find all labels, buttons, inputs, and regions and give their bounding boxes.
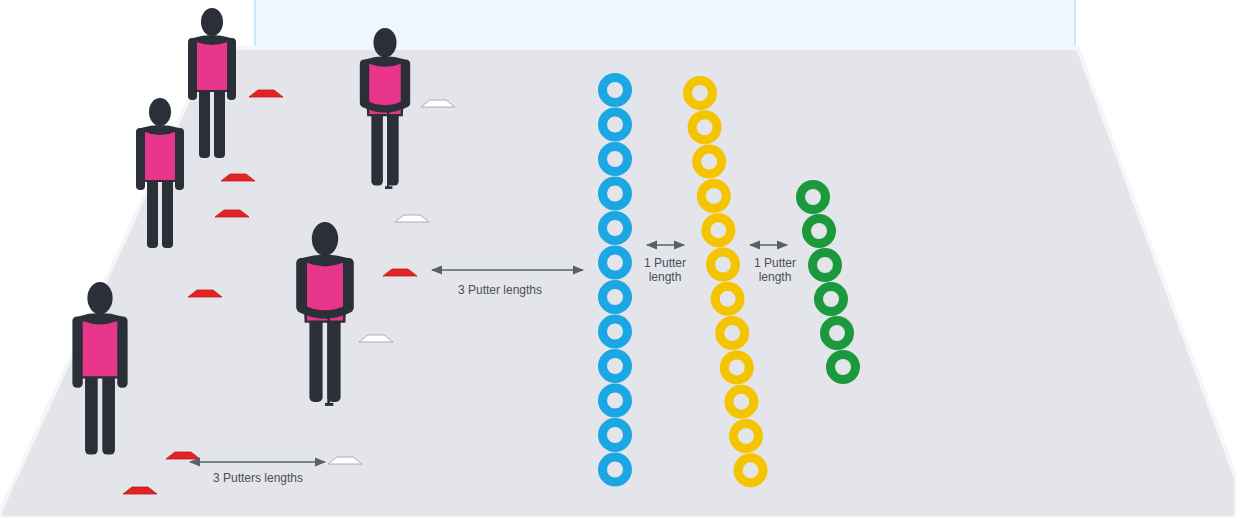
- target-ring: [711, 252, 736, 277]
- target-ring: [801, 185, 826, 210]
- target-ring: [603, 112, 628, 137]
- dimension-arrow: [647, 244, 684, 246]
- target-ring: [701, 183, 726, 208]
- cone-marker: [395, 215, 429, 222]
- dimension-label: 1 Putter length: [637, 256, 693, 284]
- cone-marker: [249, 90, 283, 97]
- target-ring: [831, 355, 856, 380]
- target-ring: [688, 81, 713, 106]
- dimension-arrow: [750, 244, 787, 246]
- target-ring: [724, 355, 749, 380]
- player-figure: [72, 282, 127, 455]
- floor: [0, 48, 1236, 518]
- cone-marker: [383, 269, 417, 276]
- target-ring: [715, 286, 740, 311]
- cone-marker: [188, 290, 222, 297]
- dimension-label: 1 Putter length: [747, 256, 803, 284]
- player-figure: [360, 28, 410, 188]
- player-figure: [188, 8, 236, 158]
- target-ring: [729, 389, 754, 414]
- cone-marker: [328, 457, 362, 464]
- target-ring: [603, 147, 628, 172]
- target-ring: [603, 354, 628, 379]
- target-ring: [603, 423, 628, 448]
- cone-marker: [421, 100, 455, 107]
- dimension-arrow: [190, 461, 325, 463]
- target-ring: [738, 458, 763, 483]
- target-ring: [603, 78, 628, 103]
- target-ring: [734, 424, 759, 449]
- target-ring: [603, 216, 628, 241]
- player-figure: [136, 98, 184, 248]
- dimension-arrow: [432, 269, 583, 271]
- cone-marker: [166, 452, 200, 459]
- target-ring: [603, 319, 628, 344]
- target-ring: [603, 457, 628, 482]
- target-ring: [813, 253, 838, 278]
- cone-marker: [123, 487, 157, 494]
- cone-marker: [221, 174, 255, 181]
- dimension-label: 3 Putters lengths: [196, 471, 320, 485]
- target-ring: [697, 149, 722, 174]
- target-ring: [603, 388, 628, 413]
- player-figure: [296, 222, 354, 404]
- target-ring: [819, 287, 844, 312]
- target-ring: [603, 181, 628, 206]
- cone-marker: [359, 335, 393, 342]
- target-ring: [603, 250, 628, 275]
- dimension-label: 3 Putter lengths: [443, 283, 557, 297]
- target-ring: [720, 321, 745, 346]
- target-ring: [692, 115, 717, 140]
- target-ring: [706, 218, 731, 243]
- target-ring: [603, 285, 628, 310]
- cone-marker: [215, 210, 249, 217]
- target-ring: [807, 219, 832, 244]
- target-ring: [825, 321, 850, 346]
